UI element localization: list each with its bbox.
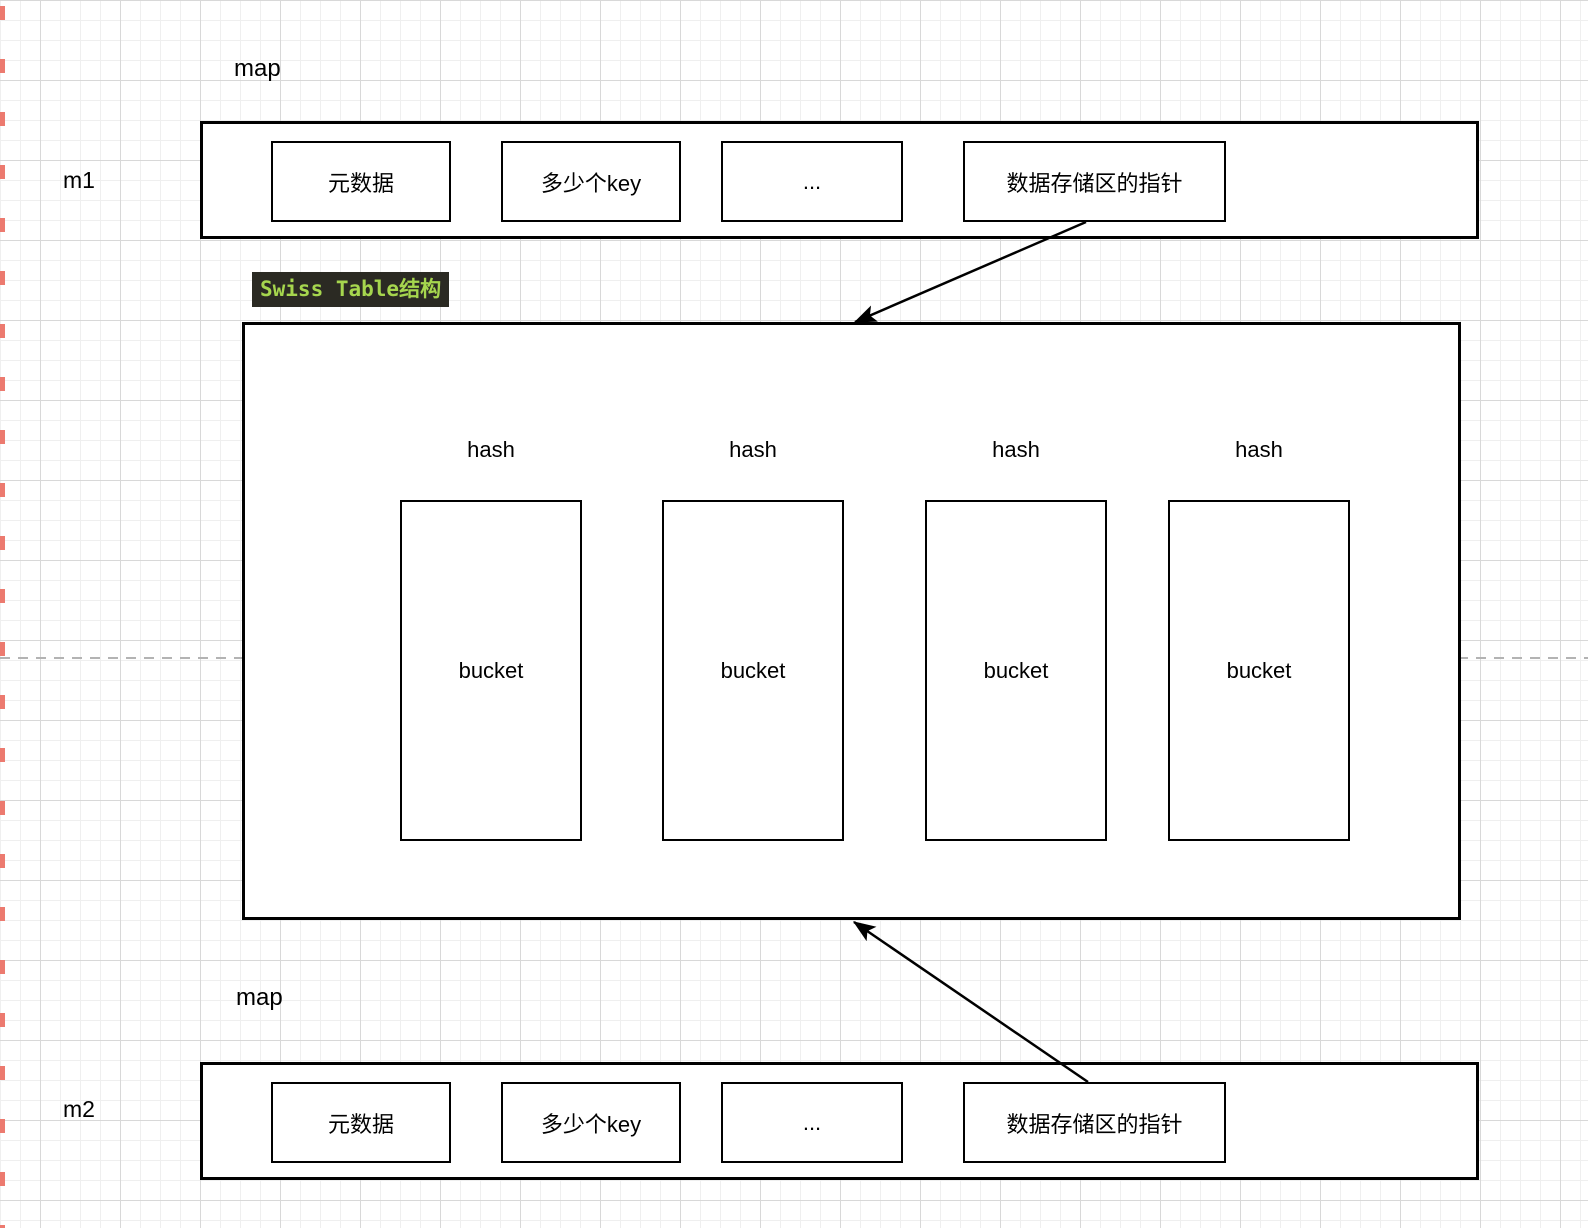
bucket-label-3: bucket: [983, 657, 1049, 683]
map-bottom-cell-metadata: 元数据: [271, 1082, 451, 1163]
map-top-cell-ellipsis: ...: [721, 141, 903, 222]
map-top-cell-metadata: 元数据: [271, 141, 451, 222]
hash-label-4: hash: [1235, 437, 1283, 462]
hash-label-2: hash: [729, 437, 777, 462]
bucket-box-1: bucket: [400, 500, 582, 841]
map-bottom-title: map: [236, 984, 283, 1011]
map-bottom-cell-key-count: 多少个key: [501, 1082, 681, 1163]
map-top-title: map: [234, 55, 281, 82]
bucket-box-2: bucket: [662, 500, 844, 841]
swiss-table-label: Swiss Table结构: [252, 272, 450, 307]
map-top-cell-key-count: 多少个key: [501, 141, 681, 222]
bucket-box-3: bucket: [925, 500, 1107, 841]
map-bottom-instance-name: m2: [63, 1096, 95, 1122]
bucket-box-4: bucket: [1168, 500, 1350, 841]
map-bottom-cell-ellipsis: ...: [721, 1082, 903, 1163]
map-bottom-cell-data-pointer: 数据存储区的指针: [963, 1082, 1226, 1163]
arrow-bottom-pointer-to-swiss: [852, 920, 1089, 1084]
map-top-instance-name: m1: [63, 167, 95, 193]
bucket-label-1: bucket: [458, 657, 524, 683]
hash-label-1: hash: [467, 437, 515, 462]
hash-label-3: hash: [992, 437, 1040, 462]
bucket-label-4: bucket: [1226, 657, 1292, 683]
left-edge-ruler-marks: [0, 6, 5, 1228]
map-top-cell-data-pointer: 数据存储区的指针: [963, 141, 1226, 222]
bucket-label-2: bucket: [720, 657, 786, 683]
